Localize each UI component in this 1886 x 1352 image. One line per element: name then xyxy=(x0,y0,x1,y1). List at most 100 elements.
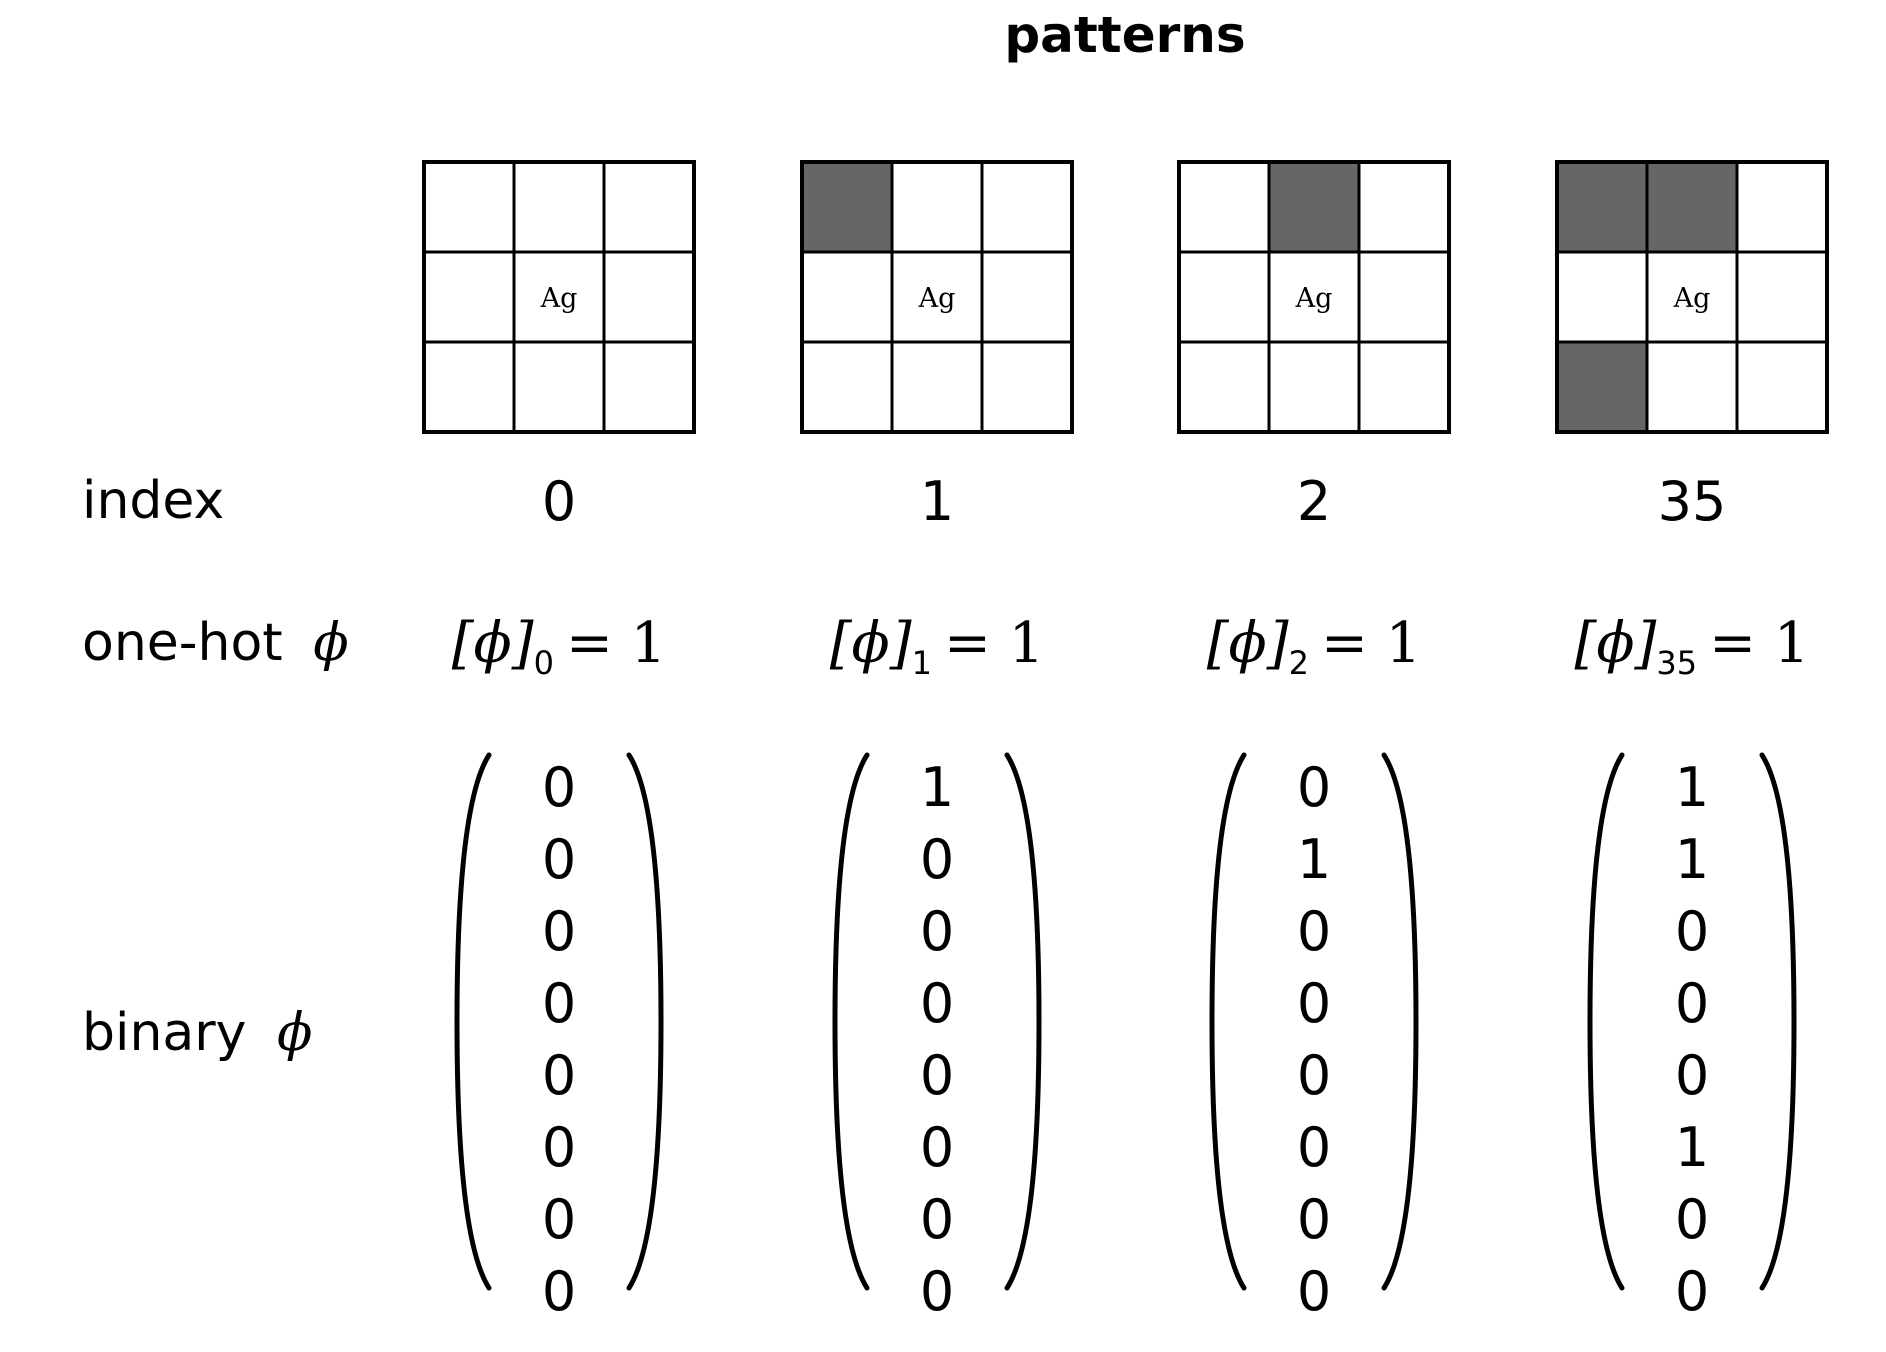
binary-entry: 0 xyxy=(1675,900,1709,963)
center-atom-label: Ag xyxy=(1295,283,1333,314)
binary-entry: 1 xyxy=(920,756,954,819)
grid-cell-empty xyxy=(422,160,516,254)
grid-cell-empty xyxy=(512,340,606,434)
row-label-binary: binary ϕ xyxy=(82,1003,312,1063)
grid-cell-empty xyxy=(1177,250,1271,344)
binary-entry: 0 xyxy=(1675,1260,1709,1323)
binary-entry: 0 xyxy=(1297,1260,1331,1323)
binary-entry: 1 xyxy=(1675,828,1709,891)
binary-entry: 0 xyxy=(542,1188,576,1251)
binary-entry: 1 xyxy=(1675,756,1709,819)
binary-text: binary xyxy=(82,1003,246,1063)
binary-entry: 0 xyxy=(920,1260,954,1323)
one-hot-equals: = 1 xyxy=(1321,611,1421,676)
grid-cell-empty xyxy=(1357,160,1451,254)
grid-cell-empty xyxy=(602,340,696,434)
phi-symbol: ϕ xyxy=(313,613,348,673)
grid-border xyxy=(422,160,696,434)
binary-entry: 1 xyxy=(1675,1116,1709,1179)
grid-cell-empty xyxy=(1357,250,1451,344)
grid-cell-empty xyxy=(890,160,984,254)
grid-cell-empty xyxy=(1267,340,1361,434)
one-hot-expression: [ϕ]2= 1 xyxy=(1207,611,1422,682)
grid-cell-filled xyxy=(1267,160,1361,254)
grid-cell-empty xyxy=(1267,250,1361,344)
left-paren xyxy=(1209,752,1247,1291)
binary-entry: 0 xyxy=(920,828,954,891)
binary-entry: 0 xyxy=(542,1044,576,1107)
pattern-grid: Ag xyxy=(800,160,1074,434)
binary-entry: 0 xyxy=(542,900,576,963)
binary-entry: 0 xyxy=(1675,1044,1709,1107)
binary-entry: 0 xyxy=(1297,1044,1331,1107)
right-paren xyxy=(626,752,664,1291)
grid-cell-empty xyxy=(890,340,984,434)
binary-entry: 0 xyxy=(920,1188,954,1251)
one-hot-expression: [ϕ]1= 1 xyxy=(830,611,1045,682)
one-hot-equals: = 1 xyxy=(944,611,1044,676)
binary-entry: 0 xyxy=(1297,972,1331,1035)
binary-entry: 0 xyxy=(1675,972,1709,1035)
left-paren xyxy=(832,752,870,1291)
one-hot-equals: = 1 xyxy=(566,611,666,676)
grid-cell-empty xyxy=(422,250,516,344)
binary-entry: 0 xyxy=(542,972,576,1035)
binary-vector: 0 1 0 0 0 0 0 0 xyxy=(1209,752,1419,1323)
grid-cell-empty xyxy=(512,250,606,344)
binary-entry: 0 xyxy=(542,1116,576,1179)
binary-entry: 0 xyxy=(542,1260,576,1323)
one-hot-phi: [ϕ] xyxy=(1575,611,1657,676)
row-label-index: index xyxy=(82,471,224,531)
binary-entry: 0 xyxy=(920,900,954,963)
grid-cell-empty xyxy=(800,340,894,434)
pattern-grid: Ag xyxy=(1555,160,1829,434)
grid-cell-empty xyxy=(1357,340,1451,434)
one-hot-equals: = 1 xyxy=(1709,611,1809,676)
pattern-index: 1 xyxy=(920,470,954,533)
grid-cell-empty xyxy=(980,340,1074,434)
one-hot-expression: [ϕ]0= 1 xyxy=(452,611,667,682)
binary-entry: 0 xyxy=(1675,1188,1709,1251)
center-atom-label: Ag xyxy=(918,283,956,314)
pattern-column-1: Ag 1 [ϕ]1= 1 1 0 0 0 0 0 0 0 xyxy=(800,160,1074,1323)
phi-symbol: ϕ xyxy=(277,1003,312,1063)
grid-cell-empty xyxy=(1735,250,1829,344)
grid-cell-empty xyxy=(512,160,606,254)
grid-cell-empty xyxy=(602,250,696,344)
binary-entry: 1 xyxy=(1297,828,1331,891)
grid-cell-empty xyxy=(1645,340,1739,434)
binary-entry: 0 xyxy=(1297,900,1331,963)
one-hot-subscript: 35 xyxy=(1656,644,1697,682)
center-atom-label: Ag xyxy=(540,283,578,314)
binary-entry: 0 xyxy=(920,1116,954,1179)
binary-entry: 0 xyxy=(1297,1116,1331,1179)
one-hot-subscript: 2 xyxy=(1289,644,1309,682)
grid-cell-filled xyxy=(1555,160,1649,254)
binary-entry: 0 xyxy=(1297,1188,1331,1251)
right-paren xyxy=(1004,752,1042,1291)
binary-entry: 0 xyxy=(542,756,576,819)
grid-cell-empty xyxy=(980,250,1074,344)
left-paren xyxy=(454,752,492,1291)
binary-entry: 0 xyxy=(920,972,954,1035)
pattern-grid: Ag xyxy=(422,160,696,434)
grid-cell-filled xyxy=(1645,160,1739,254)
pattern-index: 2 xyxy=(1297,470,1331,533)
one-hot-expression: [ϕ]35 = 1 xyxy=(1575,611,1810,682)
grid-cell-empty xyxy=(1177,160,1271,254)
binary-entry: 0 xyxy=(1297,756,1331,819)
binary-entry: 0 xyxy=(920,1044,954,1107)
row-label-one-hot: one-hot ϕ xyxy=(82,613,349,673)
pattern-index: 0 xyxy=(542,470,576,533)
grid-border xyxy=(1177,160,1451,434)
right-paren xyxy=(1381,752,1419,1291)
right-paren xyxy=(1759,752,1797,1291)
grid-cell-empty xyxy=(602,160,696,254)
binary-vector: 1 0 0 0 0 0 0 0 xyxy=(832,752,1042,1323)
center-atom-label: Ag xyxy=(1673,283,1711,314)
